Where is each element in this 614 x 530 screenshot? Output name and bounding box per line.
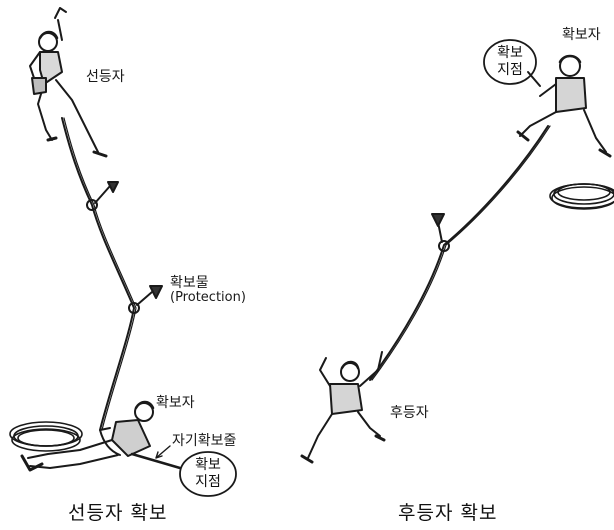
- caption-left: 선등자 확보: [68, 502, 168, 524]
- anchor-circle-right: [483, 39, 537, 85]
- anchor-label-left: 확보 지점: [180, 457, 236, 491]
- anchor-right-line1: 확보: [497, 45, 523, 61]
- follower-climber: [300, 351, 386, 464]
- rope-coil-left: [9, 421, 83, 452]
- rope-coil-right: [549, 183, 614, 210]
- anchor-circle-left: [179, 451, 237, 497]
- protection-2: [128, 285, 163, 314]
- protection-english-label: (Protection): [170, 290, 246, 305]
- self-belay-line: [130, 452, 182, 470]
- belayer-left: [20, 400, 155, 472]
- belayer-left-label: 확보자: [156, 395, 195, 411]
- leader-label: 선등자: [86, 69, 125, 85]
- protection-label: 확보물: [170, 275, 209, 291]
- caption-right: 후등자 확보: [398, 502, 498, 524]
- self-belay-label: 자기확보줄: [172, 433, 237, 449]
- follower-rope: [369, 125, 549, 381]
- leader-rope: [61, 117, 135, 456]
- self-belay-arrow: [155, 445, 171, 459]
- anchor-left-line1: 확보: [195, 457, 221, 473]
- anchor-line-right: [527, 71, 541, 87]
- protection-1: [86, 181, 119, 211]
- leader-climber: [29, 7, 108, 158]
- anchor-right-line2: 지점: [497, 62, 523, 78]
- belayer-right: [516, 54, 612, 158]
- follower-label: 후등자: [390, 405, 429, 421]
- anchor-label-right: 확보 지점: [484, 45, 536, 79]
- anchor-left-line2: 지점: [195, 474, 221, 490]
- protection-3: [431, 213, 450, 252]
- belayer-right-label: 확보자: [562, 27, 601, 43]
